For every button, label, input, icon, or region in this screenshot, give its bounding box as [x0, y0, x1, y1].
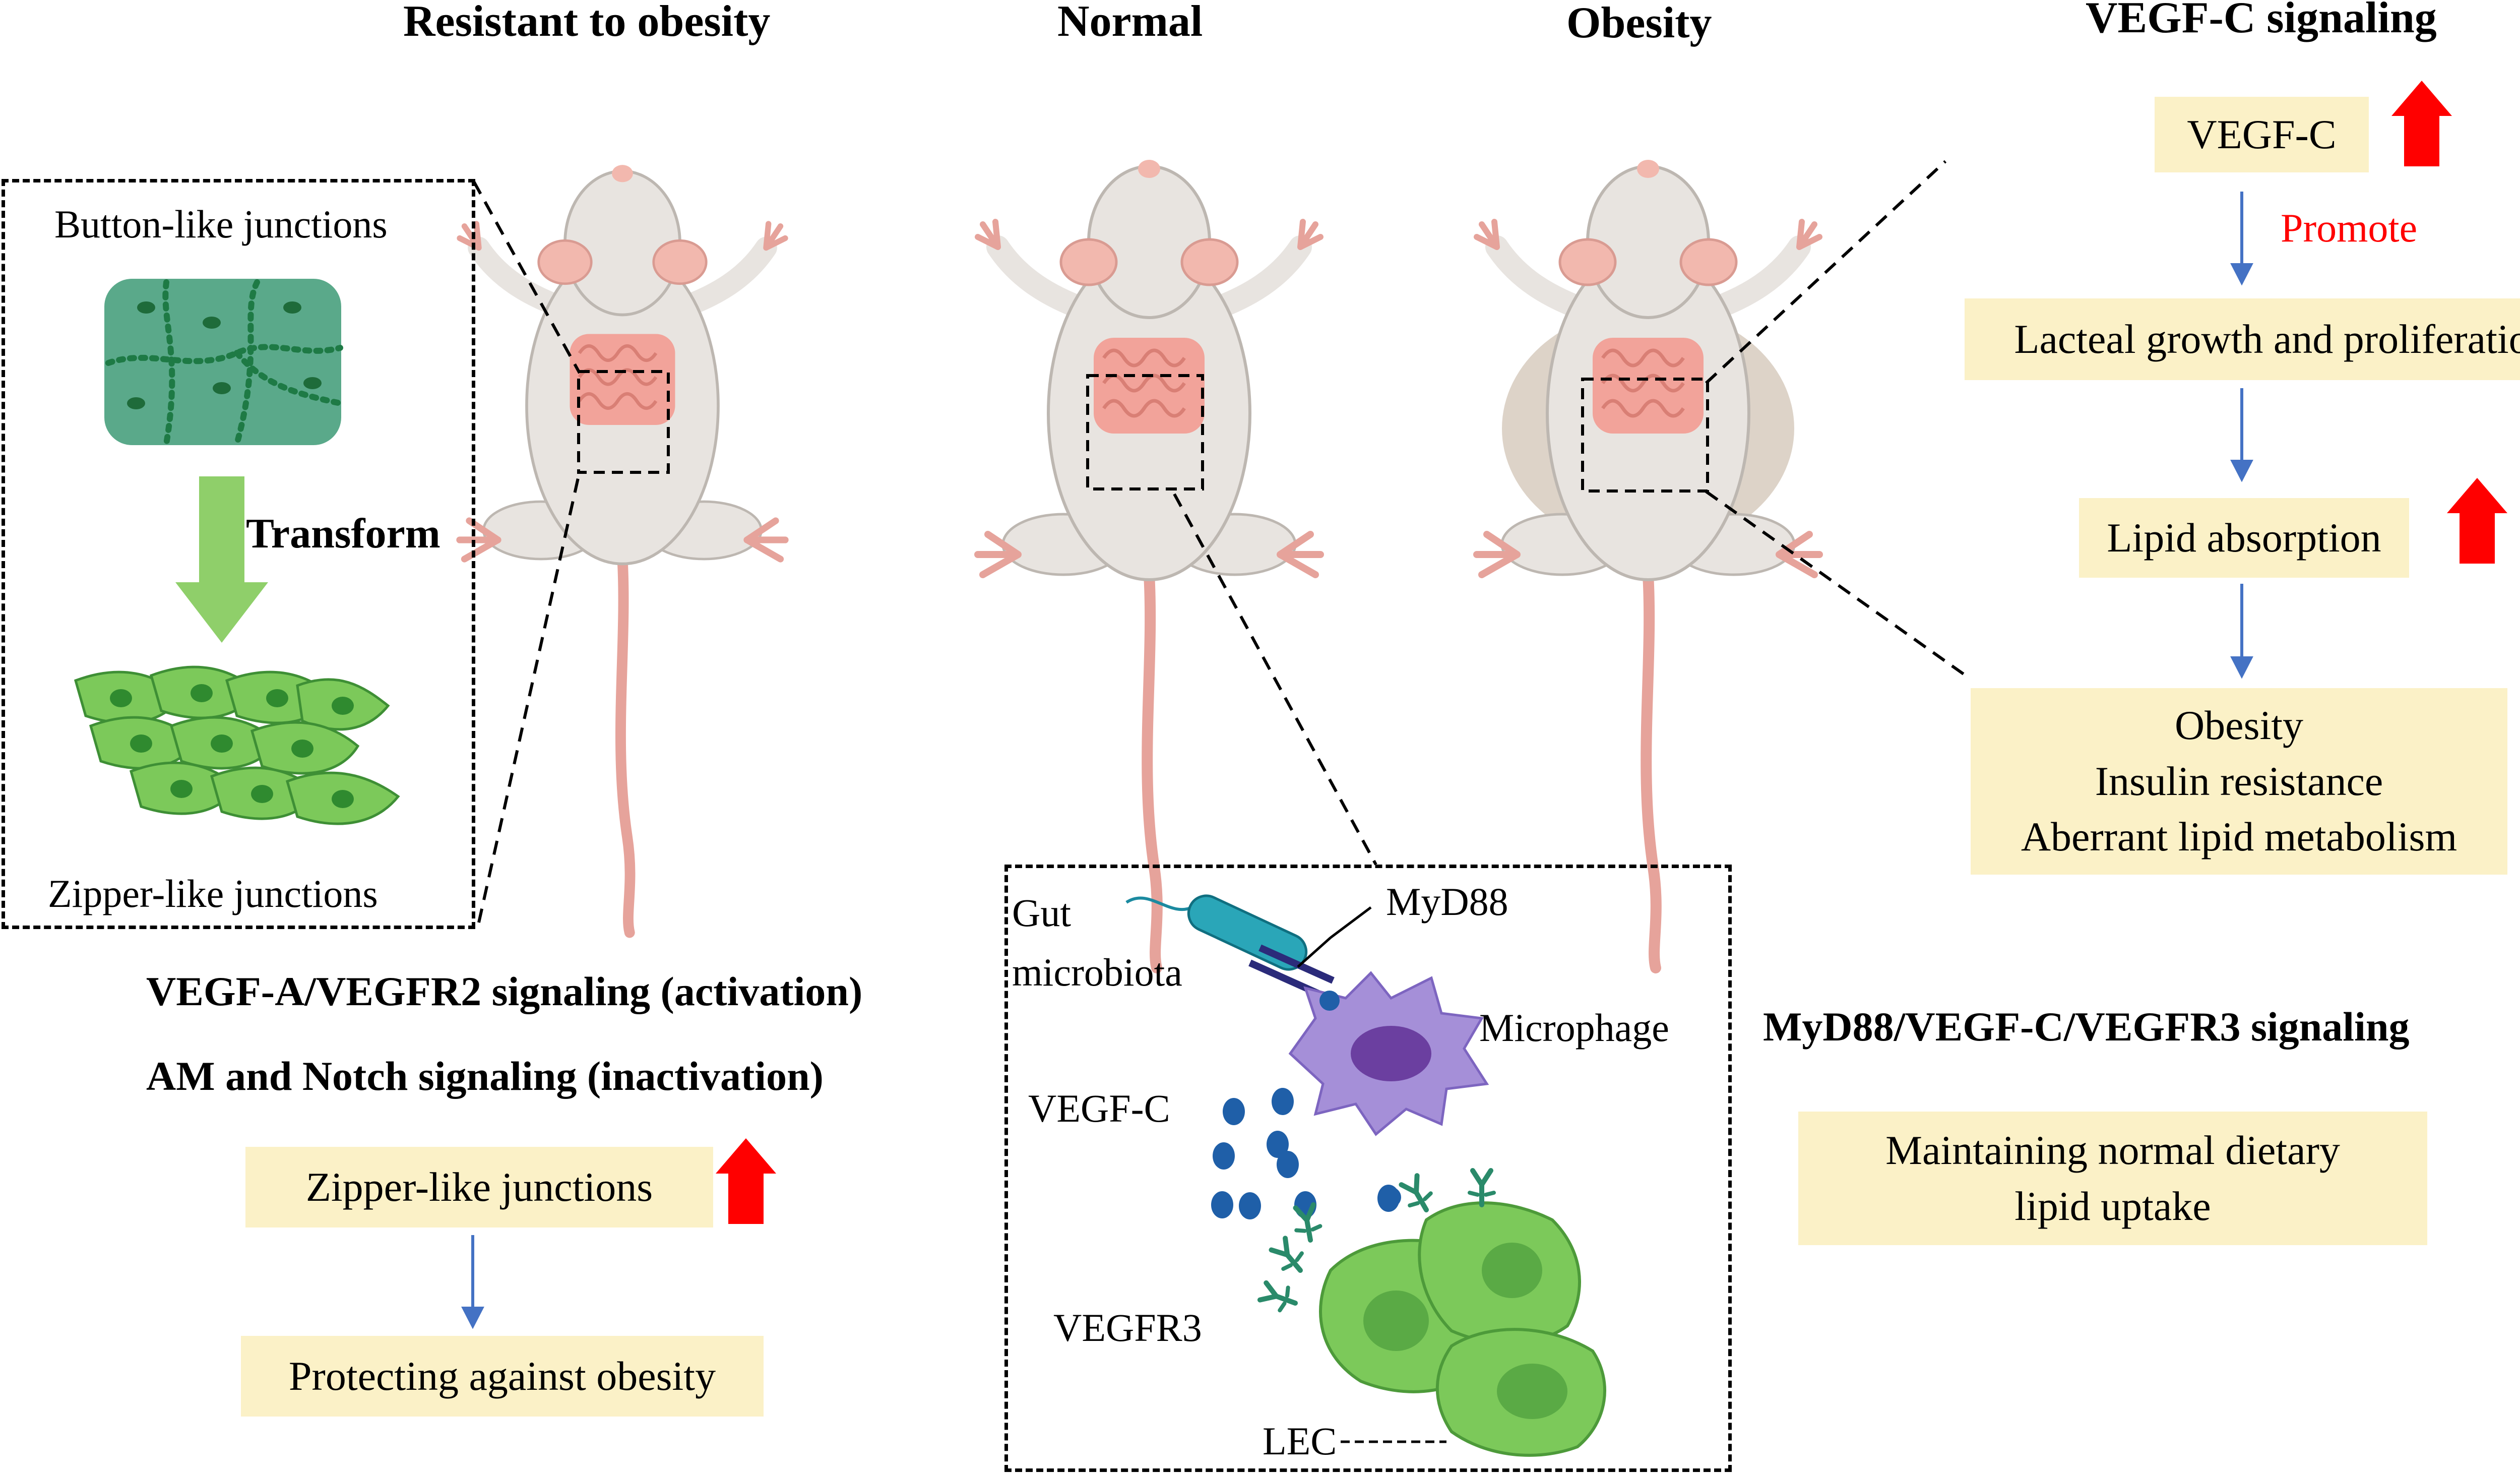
- obesity-intestine-selection: [1581, 378, 1709, 493]
- junction-zoom-panel: [2, 179, 475, 929]
- outcomes-box: Obesity Insulin resistance Aberrant lipi…: [1971, 688, 2507, 875]
- transform-label: Transform: [246, 510, 440, 557]
- zipper-junction-label: Zipper-like junctions: [48, 872, 378, 915]
- mouse-resistant: [460, 165, 785, 933]
- lacteal-box: Lacteal growth and proliferation: [1965, 298, 2520, 380]
- myd88-signaling-label: MyD88/VEGF-C/VEGFR3 signaling: [1763, 1004, 2410, 1050]
- outcome-obesity: Obesity: [2174, 702, 2304, 748]
- header-resistant: Resistant to obesity: [403, 0, 771, 46]
- transform-arrow: [175, 476, 268, 643]
- up-arrow-icon: [2391, 81, 2452, 166]
- microbiota-zoom-panel: [1004, 865, 1732, 1472]
- myd88-label: MyD88: [1386, 880, 1508, 924]
- outcome-aberrant-lipid: Aberrant lipid metabolism: [2021, 814, 2458, 860]
- vegfc-box: VEGF-C: [2155, 97, 2369, 172]
- vegfc-dots-label: VEGF-C: [1028, 1086, 1170, 1130]
- microphage-label: Microphage: [1479, 1006, 1669, 1050]
- lec-label: LEC: [1263, 1419, 1337, 1463]
- microbiota-label: microbiota: [1012, 950, 1182, 994]
- button-junction-label: Button-like junctions: [54, 202, 388, 246]
- resistant-intestine-selection: [577, 370, 670, 474]
- normal-intestine-selection: [1086, 374, 1204, 490]
- lipid-absorption-box: Lipid absorption: [2079, 498, 2409, 578]
- up-arrow-icon: [2447, 478, 2507, 564]
- header-normal: Normal: [1057, 0, 1203, 46]
- outcome-insulin-resistance: Insulin resistance: [2095, 758, 2383, 804]
- maintaining-line1: Maintaining normal dietary: [1885, 1127, 2340, 1173]
- maintaining-box: Maintaining normal dietary lipid uptake: [1798, 1112, 2427, 1245]
- button-junction-tile: [104, 279, 341, 445]
- vegfa-signaling-label: VEGF-A/VEGFR2 signaling (activation): [146, 968, 863, 1014]
- zipper-junctions-box: Zipper-like junctions: [245, 1147, 713, 1227]
- am-notch-signaling-label: AM and Notch signaling (inactivation): [146, 1053, 824, 1099]
- protecting-box: Protecting against obesity: [241, 1336, 764, 1417]
- maintaining-line2: lipid uptake: [2014, 1183, 2211, 1229]
- up-arrow-icon: [716, 1138, 776, 1224]
- header-obesity: Obesity: [1566, 0, 1712, 47]
- promote-label: Promote: [2281, 206, 2418, 251]
- gut-label: Gut: [1012, 891, 1071, 935]
- header-vegfc-signaling: VEGF-C signaling: [2086, 0, 2437, 42]
- mouse-obesity: [1477, 160, 1819, 968]
- vegfr3-label: VEGFR3: [1053, 1306, 1202, 1349]
- mouse-normal: [978, 160, 1320, 968]
